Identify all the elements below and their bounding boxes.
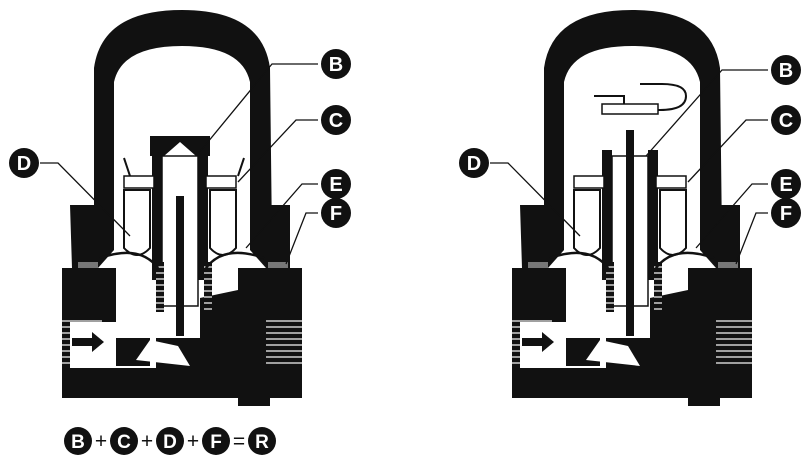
equation: B + C + D + F = R [64, 427, 276, 455]
callout-f: F [321, 198, 351, 228]
equation-term-1: B [71, 432, 85, 453]
callout-e: E [321, 169, 351, 199]
callout-f-label: F [330, 203, 342, 225]
inlet-passage [70, 298, 190, 368]
callout-e-label: E [329, 174, 342, 196]
equation-plus-3: + [187, 430, 199, 453]
internal-chamber [78, 136, 288, 336]
callout-d-label: D [467, 153, 481, 175]
callout-b-label: B [779, 60, 793, 82]
equation-term-3: D [163, 432, 177, 453]
callout-f: F [771, 198, 801, 228]
callout-b-label: B [329, 54, 343, 76]
internal-chamber [528, 83, 738, 336]
callout-d: D [459, 148, 489, 178]
callout-f-label: F [780, 203, 792, 225]
equation-term-4: F [210, 432, 222, 453]
equation-plus-1: + [95, 430, 107, 453]
equation-result: R [255, 432, 269, 453]
leader-lines [40, 63, 318, 265]
callout-e-label: E [779, 174, 792, 196]
equation-equals: = [233, 430, 245, 453]
equation-term-2: C [117, 432, 131, 453]
equation-plus-2: + [141, 430, 153, 453]
inlet-passage [520, 298, 640, 368]
callout-b: B [321, 49, 351, 79]
callout-c-label: C [329, 110, 343, 132]
trap-view-right: B C D E F [459, 10, 801, 406]
trap-view-left: B C D E F [9, 10, 351, 406]
callout-d: D [9, 148, 39, 178]
callout-b: B [771, 55, 801, 85]
arrow-right-icon [72, 332, 104, 352]
arrow-right-icon [522, 332, 554, 352]
leader-lines [490, 69, 768, 265]
callout-c: C [771, 105, 801, 135]
callout-c-label: C [779, 110, 793, 132]
callout-e: E [771, 169, 801, 199]
callout-c: C [321, 105, 351, 135]
callout-d-label: D [17, 153, 31, 175]
